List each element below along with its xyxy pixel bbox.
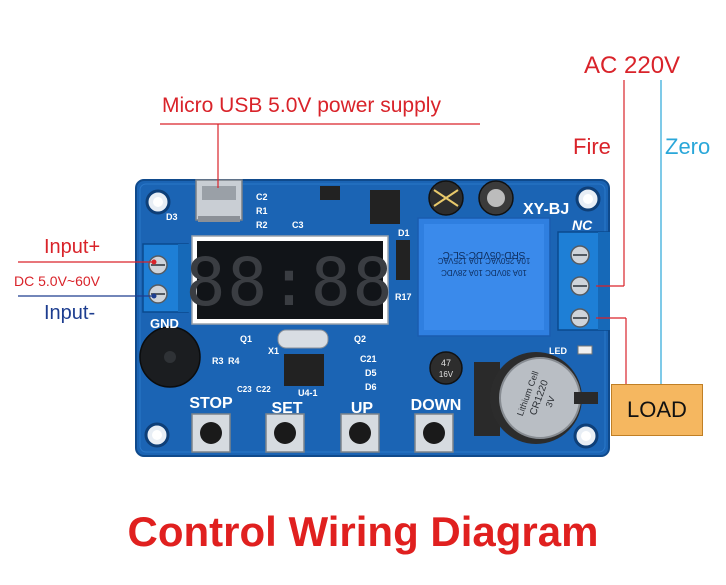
gnd-label: GND xyxy=(150,316,179,331)
label-c22: C22 xyxy=(256,385,271,394)
button-label-set: SET xyxy=(271,400,302,417)
label-c23: C23 xyxy=(237,385,252,394)
led-label: LED xyxy=(549,346,568,356)
input-terminal xyxy=(142,243,190,313)
label-r1: R1 xyxy=(256,206,268,216)
relay-rating-2: 10A 30VDC 10A 28VDC xyxy=(441,268,527,277)
wires xyxy=(18,80,662,384)
mounting-holes xyxy=(144,186,601,449)
usb-supply-label: Micro USB 5.0V power supply xyxy=(162,94,441,117)
capacitor-47uf xyxy=(429,351,463,385)
label-u41: U4-1 xyxy=(298,388,318,398)
label-x1: X1 xyxy=(268,346,279,356)
label-c3: C3 xyxy=(292,220,304,230)
input-plus-label: Input+ xyxy=(44,236,101,258)
zero-label: Zero xyxy=(665,134,711,159)
capacitors-top xyxy=(428,180,514,216)
button-label-stop: STOP xyxy=(189,395,233,412)
brand-label: XY-BJ xyxy=(523,201,569,218)
ics xyxy=(284,186,410,386)
relay-model: SRD-05VDC-SL-C xyxy=(443,249,526,260)
buzzer xyxy=(139,326,201,388)
label-c2: C2 xyxy=(256,192,268,202)
label-d1: D1 xyxy=(398,228,410,238)
dc-range-label: DC 5.0V~60V xyxy=(14,273,100,289)
label-r4: R4 xyxy=(228,356,240,366)
display-digits: 88:88 xyxy=(186,244,395,321)
cell-voltage: 3V xyxy=(544,395,557,409)
coin-cell-holder xyxy=(474,352,598,444)
micro-usb-port xyxy=(195,179,243,222)
label-c21: C21 xyxy=(360,354,377,364)
label-d5: D5 xyxy=(365,368,377,378)
label-r2: R2 xyxy=(256,220,268,230)
button-label-down: DOWN xyxy=(411,397,462,414)
relay xyxy=(417,217,551,337)
fire-label: Fire xyxy=(573,134,611,159)
page-title: Control Wiring Diagram xyxy=(127,508,599,555)
relay-rating-1: 10A 250VAC 10A 125VAC xyxy=(437,256,530,265)
label-q1: Q1 xyxy=(240,334,252,344)
label-d6: D6 xyxy=(365,382,377,392)
led-display xyxy=(191,235,389,325)
label-r3: R3 xyxy=(212,356,224,366)
input-minus-label: Input- xyxy=(44,302,96,324)
load-label: LOAD xyxy=(627,397,687,422)
relay-terminal xyxy=(557,231,610,331)
status-led xyxy=(577,345,593,355)
ac-voltage-label: AC 220V xyxy=(584,52,681,79)
cap-value: 47 xyxy=(441,358,451,368)
crystal xyxy=(277,329,329,349)
cap-voltage: 16V xyxy=(439,370,454,379)
nc-label: NC xyxy=(572,217,593,233)
button-label-up: UP xyxy=(351,400,374,417)
label-r17: R17 xyxy=(395,292,412,302)
label-q2: Q2 xyxy=(354,334,366,344)
label-d3: D3 xyxy=(166,212,178,222)
push-buttons xyxy=(191,413,454,453)
load-box: LOAD xyxy=(611,384,703,436)
